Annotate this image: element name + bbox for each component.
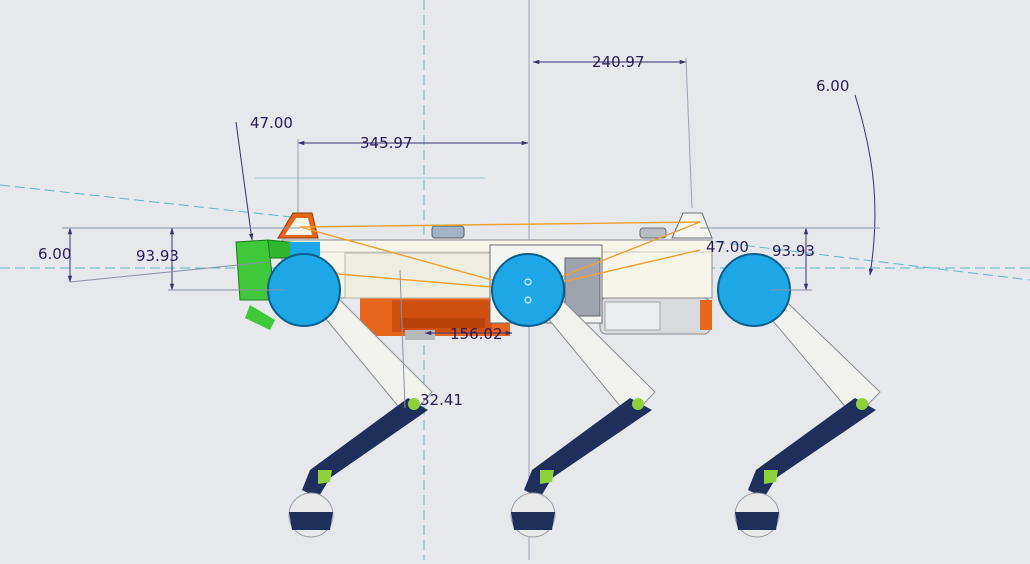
hip-actuators [267, 253, 791, 327]
dimension-labels: 240.97 345.97 47.00 6.00 6.00 93.93 93.9… [38, 53, 849, 409]
top-brackets [277, 212, 713, 239]
dim-right-height: 93.93 [772, 242, 815, 260]
dim-left-angle-side: 6.00 [38, 245, 71, 263]
front-module [599, 297, 712, 335]
rear-cap [235, 239, 320, 330]
dim-left-height: 93.93 [136, 247, 179, 265]
battery-pack [360, 296, 510, 340]
dim-left-angle-top: 47.00 [250, 114, 293, 132]
dim-top-span: 240.97 [592, 53, 645, 71]
dim-right-angle-top: 6.00 [816, 77, 849, 95]
dim-knee-offset: 32.41 [420, 391, 463, 409]
dim-right-angle-mid: 47.00 [706, 238, 749, 256]
dimension-lines [62, 57, 880, 409]
dim-lower-span: 156.02 [450, 325, 503, 343]
dim-body-span: 345.97 [360, 134, 413, 152]
